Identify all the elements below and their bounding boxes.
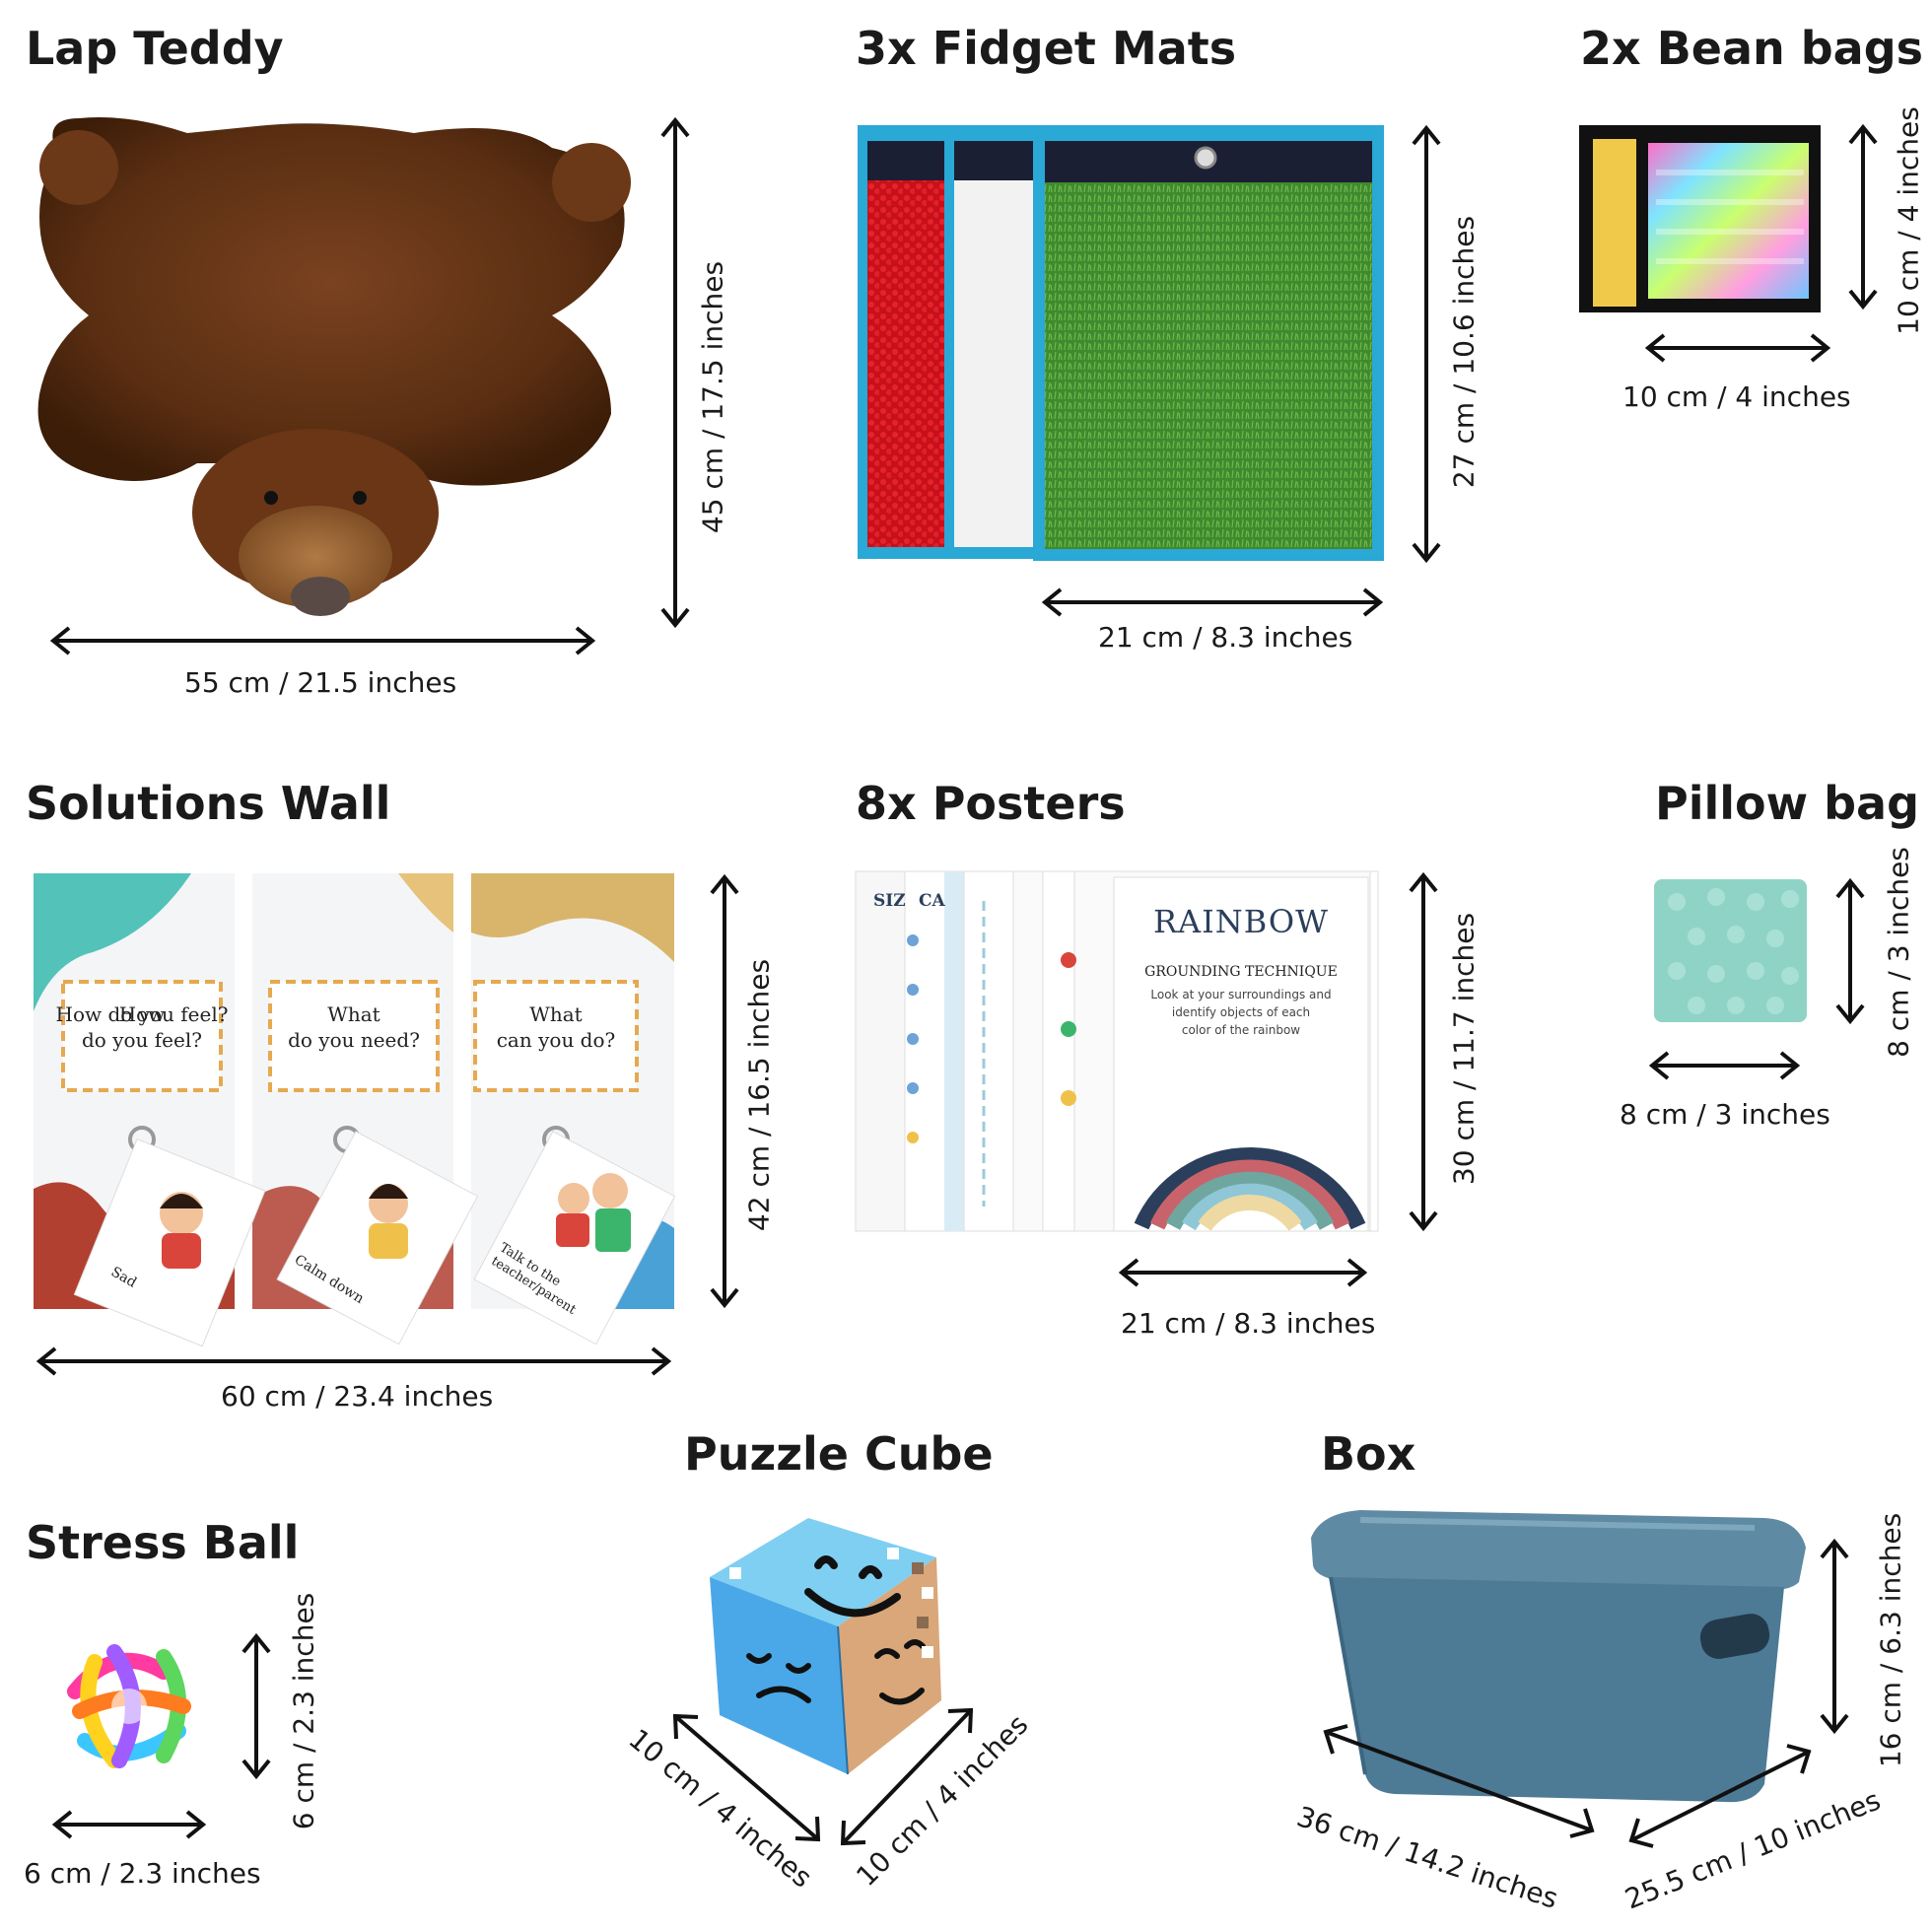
solutions-card-1-question: How do you feel? — [56, 1002, 229, 1026]
posters-width-label: 21 cm / 8.3 inches — [1121, 1307, 1376, 1340]
bean-bags-image — [1579, 125, 1821, 312]
pillow-bag-width-arrow — [1648, 1051, 1801, 1080]
solutions-wall-title: Solutions Wall — [26, 777, 391, 830]
posters-height-label: 30 cm / 11.7 inches — [1447, 912, 1481, 1186]
solutions-wall-width-label: 60 cm / 23.4 inches — [221, 1380, 494, 1413]
solutions-card-3-question: What can you do? — [496, 1002, 616, 1052]
pillow-bag-title: Pillow bag — [1655, 777, 1920, 830]
posters-front-subtitle: GROUNDING TECHNIQUE — [1144, 964, 1338, 980]
lap-teddy-image — [37, 117, 631, 616]
fidget-mats-title: 3x Fidget Mats — [856, 22, 1237, 75]
pillow-bag-image — [1654, 879, 1807, 1022]
lap-teddy-title: Lap Teddy — [26, 22, 284, 75]
solutions-wall-image: How do you feel? — [34, 873, 676, 1347]
puzzle-cube-title: Puzzle Cube — [684, 1427, 994, 1481]
posters-image — [855, 870, 1379, 1232]
box-length-arrow — [1323, 1724, 1595, 1838]
posters-front-title: RAINBOW — [1152, 903, 1330, 940]
posters-front-body-2: identify objects of each — [1171, 1005, 1311, 1019]
bean-bags-width-label: 10 cm / 4 inches — [1622, 380, 1851, 413]
solutions-card-2-question: What do you need? — [288, 1002, 420, 1052]
stress-ball-width-label: 6 cm / 2.3 inches — [24, 1857, 261, 1890]
bean-bags-height-arrow — [1848, 123, 1878, 310]
solutions-card-1-question: How do you feel? — [82, 1002, 202, 1052]
stress-ball-width-arrow — [51, 1810, 207, 1839]
posters-width-arrow — [1118, 1258, 1368, 1287]
puzzle-cube-right-arrow — [840, 1707, 974, 1846]
puzzle-cube-left-arrow — [672, 1713, 821, 1842]
stress-ball-image — [67, 1644, 191, 1768]
stress-ball-title: Stress Ball — [26, 1516, 300, 1569]
puzzle-cube-image — [710, 1518, 941, 1775]
posters-back-label-2: CA — [919, 891, 945, 911]
box-image — [1311, 1510, 1806, 1803]
box-depth-arrow — [1628, 1744, 1812, 1848]
bean-bags-title: 2x Bean bags — [1580, 22, 1924, 75]
pillow-bag-height-label: 8 cm / 3 inches — [1882, 847, 1915, 1058]
posters-back-label-1: SIZ — [873, 891, 906, 911]
pillow-bag-width-label: 8 cm / 3 inches — [1620, 1098, 1830, 1131]
box-height-arrow — [1820, 1538, 1849, 1735]
pillow-bag-height-arrow — [1835, 877, 1865, 1025]
posters-height-arrow — [1409, 871, 1438, 1232]
stress-ball-height-label: 6 cm / 2.3 inches — [287, 1592, 320, 1830]
fidget-mats-width-label: 21 cm / 8.3 inches — [1098, 621, 1353, 654]
bean-bags-width-arrow — [1644, 333, 1831, 363]
solutions-wall-height-label: 42 cm / 16.5 inches — [742, 958, 776, 1232]
posters-front-body-1: Look at your surroundings and — [1150, 988, 1332, 1001]
solutions-wall-width-arrow — [35, 1346, 672, 1376]
fidget-mats-image — [858, 125, 1384, 561]
lap-teddy-width-label: 55 cm / 21.5 inches — [184, 666, 457, 699]
fidget-mats-width-arrow — [1041, 587, 1384, 617]
fidget-mats-height-arrow — [1412, 124, 1441, 564]
fidget-mats-height-label: 27 cm / 10.6 inches — [1447, 215, 1481, 489]
posters-front-body-3: color of the rainbow — [1181, 1023, 1301, 1037]
lap-teddy-height-label: 45 cm / 17.5 inches — [696, 260, 729, 534]
posters-title: 8x Posters — [856, 777, 1126, 830]
box-title: Box — [1321, 1427, 1416, 1481]
lap-teddy-height-arrow — [660, 116, 690, 629]
stress-ball-height-arrow — [242, 1632, 271, 1780]
solutions-wall-height-arrow — [710, 873, 739, 1309]
lap-teddy-width-arrow — [49, 626, 596, 656]
box-height-label: 16 cm / 6.3 inches — [1874, 1512, 1907, 1768]
bean-bags-height-label: 10 cm / 4 inches — [1892, 106, 1925, 335]
